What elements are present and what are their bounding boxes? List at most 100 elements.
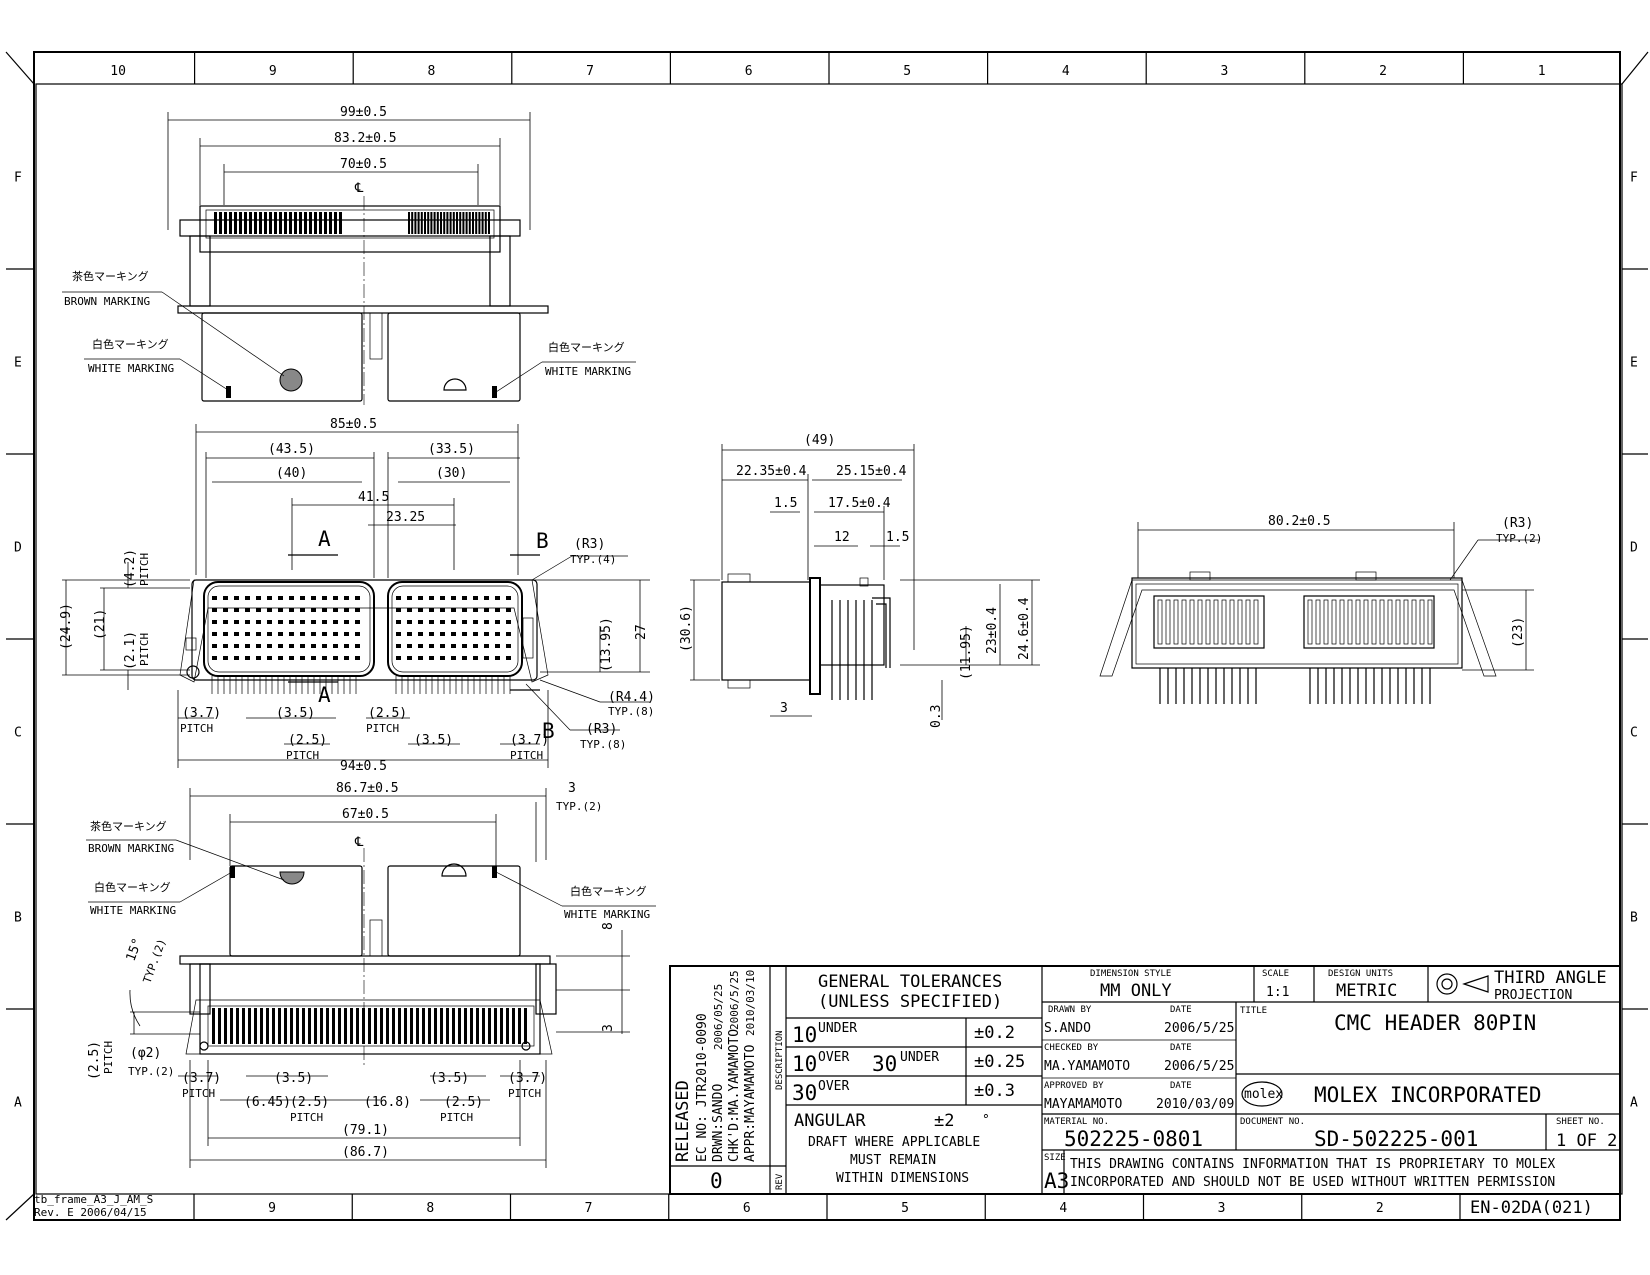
revision-value: 0 (710, 1169, 723, 1193)
pin (290, 1008, 293, 1044)
pin (459, 212, 462, 234)
dim-bottom-height: 8 (601, 922, 616, 930)
pin (1221, 599, 1227, 645)
pin (1371, 599, 1377, 645)
pin (278, 620, 283, 624)
pin (278, 1008, 281, 1044)
pin (278, 656, 283, 660)
dim-front-radius-bottom: (R3) (586, 722, 617, 737)
drawn-by-short: DRWN:SANDO (711, 1084, 726, 1162)
pin (436, 212, 439, 234)
section-b-bottom: B (542, 719, 555, 743)
pin (407, 632, 412, 636)
pin (473, 620, 478, 624)
pin (1347, 599, 1353, 645)
pin (320, 1008, 323, 1044)
dim-bottom-edge-typ: TYP.(2) (556, 800, 602, 813)
pin (234, 644, 239, 648)
dim-rear-radius-typ: TYP.(2) (1496, 532, 1542, 545)
pin (344, 608, 349, 612)
dim-bottom-pitch-mid-right-label: PITCH (440, 1111, 473, 1124)
drawing-title: CMC HEADER 80PIN (1334, 1011, 1536, 1035)
material-number: 502225-0801 (1064, 1127, 1203, 1151)
pin (242, 1008, 245, 1044)
pin (420, 212, 423, 234)
dim-bottom-offset: 3 (601, 1024, 616, 1032)
frame-row-label-left: E (14, 356, 22, 371)
pin (234, 596, 239, 600)
pin (506, 656, 511, 660)
pin (1229, 599, 1235, 645)
pin (451, 644, 456, 648)
description-label: DESCRIPTION (775, 1030, 785, 1090)
pin (267, 620, 272, 624)
pin (245, 608, 250, 612)
dim-bottom-angle-typ: TYP.(2) (141, 937, 169, 985)
angular-label: ANGULAR (794, 1111, 866, 1131)
pin (304, 212, 307, 234)
pin (344, 620, 349, 624)
tol-row1-qual: UNDER (818, 1021, 857, 1036)
general-tolerances-label: GENERAL TOLERANCES (818, 972, 1002, 992)
scale-label: SCALE (1262, 969, 1289, 979)
section-a-bottom: A (318, 683, 331, 707)
pin (329, 212, 332, 234)
projection-line-2: PROJECTION (1494, 988, 1572, 1003)
pin (274, 212, 277, 234)
pin (223, 656, 228, 660)
pin (300, 596, 305, 600)
dim-side-gap: 0.3 (929, 705, 944, 728)
dim-front-height-outer: (24.9) (59, 603, 74, 650)
pin (300, 644, 305, 648)
pin (234, 632, 239, 636)
dim-front-bottom-pitch-label: PITCH (138, 633, 151, 666)
pin (427, 212, 430, 234)
pin (289, 596, 294, 600)
pin (462, 608, 467, 612)
pin (374, 1008, 377, 1044)
pin (1181, 599, 1187, 645)
frame-column-label: 5 (903, 64, 911, 79)
pin (326, 1008, 329, 1044)
pin (417, 212, 420, 234)
pin (407, 644, 412, 648)
dim-front-radius-top: (R3) (574, 537, 605, 552)
frame-row-label-right: F (1630, 171, 1638, 186)
dim-front-flange-width: 94±0.5 (340, 759, 387, 774)
frame-row-label-left: D (14, 541, 22, 556)
frame-column-label-bottom: 9 (268, 1201, 276, 1216)
pin (355, 596, 360, 600)
pin (1323, 599, 1329, 645)
white-marking-label-bottom-right: WHITE MARKING (564, 908, 650, 921)
pin (284, 212, 287, 234)
pin (484, 644, 489, 648)
pin (451, 620, 456, 624)
dim-bottom-pitch-left: (3.7) (182, 1071, 221, 1086)
design-units-label: DESIGN UNITS (1328, 969, 1393, 979)
pin (410, 1008, 413, 1044)
pin (484, 212, 487, 234)
tol-row2-value: ±0.25 (974, 1052, 1025, 1072)
pin (462, 644, 467, 648)
pin (223, 632, 228, 636)
frame-column-label-bottom: 5 (901, 1201, 909, 1216)
released-label: RELEASED (673, 1080, 693, 1162)
approved-by-label: APPROVED BY (1044, 1081, 1104, 1091)
pin (476, 1008, 479, 1044)
pin (495, 620, 500, 624)
centerline-symbol: ℄ (354, 181, 364, 196)
pin (446, 212, 449, 234)
pin (462, 596, 467, 600)
pin (214, 212, 217, 234)
pin (429, 632, 434, 636)
dim-bottom-pitch-left-label: PITCH (182, 1087, 215, 1100)
pin (322, 608, 327, 612)
pin (219, 212, 222, 234)
dim-bottom-gap-right: (3.5) (430, 1071, 469, 1086)
pin (484, 656, 489, 660)
pin (356, 1008, 359, 1044)
pin (429, 596, 434, 600)
pin (506, 596, 511, 600)
dim-side-body-height: 23±0.4 (985, 607, 1000, 654)
dim-front-radius-bottom-typ: TYP.(8) (580, 738, 626, 751)
